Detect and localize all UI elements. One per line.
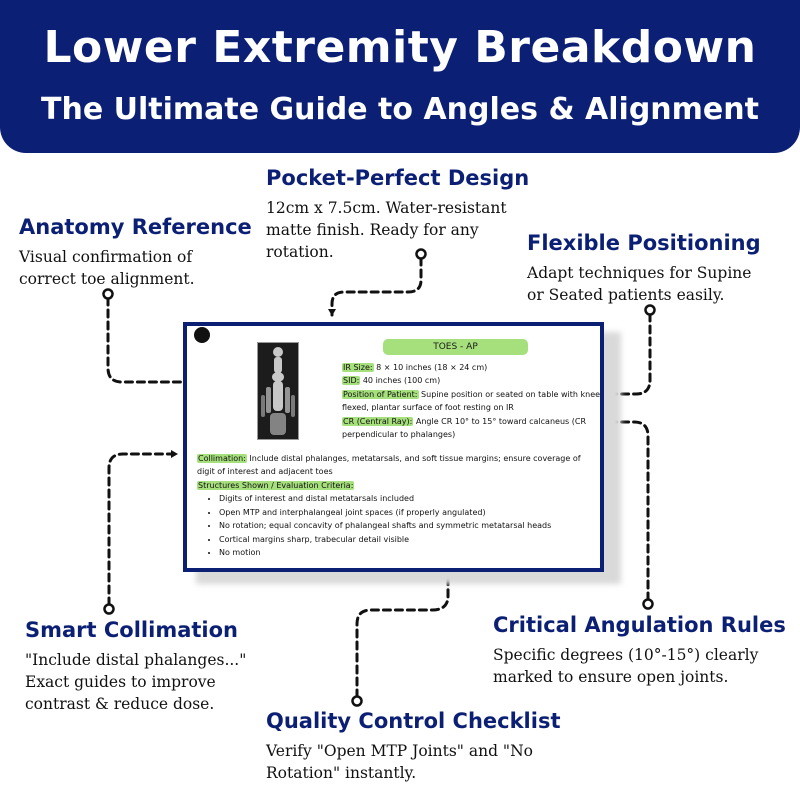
callout-line: Specific degrees (10°-15°) clearly xyxy=(493,646,759,664)
position-label: Position of Patient: xyxy=(342,389,419,399)
toe-xray-image xyxy=(257,342,299,440)
callout-description: "Include distal phalanges..." Exact guid… xyxy=(25,649,246,715)
criteria-item: No motion xyxy=(219,546,597,559)
card-criteria: Structures Shown / Evaluation Criteria: … xyxy=(197,479,597,559)
collimation-label: Collimation: xyxy=(197,454,247,463)
callout-line: Adapt techniques for Supine xyxy=(527,264,752,282)
criteria-label: Structures Shown / Evaluation Criteria: xyxy=(197,481,355,490)
callout-description: Adapt techniques for Supine or Seated pa… xyxy=(527,262,761,306)
page-subtitle: The Ultimate Guide to Angles & Alignment xyxy=(41,92,759,127)
central-ray-value: Angle CR 10° to 15° toward calcaneus (CR… xyxy=(342,416,586,440)
card-specs: IR Size: 8 × 10 inches (18 × 24 cm) SID:… xyxy=(342,361,602,441)
criteria-list: Digits of interest and distal metatarsal… xyxy=(197,492,597,559)
anatomy-dot xyxy=(102,288,114,300)
callout-title: Smart Collimation xyxy=(25,618,238,642)
callout-line: Verify "Open MTP Joints" and "No xyxy=(266,742,533,760)
callout-description: Visual confirmation of correct toe align… xyxy=(19,246,252,290)
callout-line: matte finish. Ready for any xyxy=(266,221,479,239)
header-banner: Lower Extremity Breakdown The Ultimate G… xyxy=(0,0,800,153)
callout-line: Rotation" instantly. xyxy=(266,764,417,782)
punch-hole xyxy=(194,327,210,343)
callout-title: Pocket-Perfect Design xyxy=(266,166,530,190)
callout-line: or Seated patients easily. xyxy=(527,286,725,304)
callout-description: Specific degrees (10°-15°) clearly marke… xyxy=(493,644,786,688)
reference-card: TOES - AP IR Size: 8 × 10 inches (18 × 2… xyxy=(183,322,604,572)
callout-description: Verify "Open MTP Joints" and "No Rotatio… xyxy=(266,740,560,784)
ir-size-value: 8 × 10 inches (18 × 24 cm) xyxy=(373,363,488,372)
callout-anatomy: Anatomy Reference Visual confirmation of… xyxy=(19,214,252,290)
criteria-item: Cortical margins sharp, trabecular detai… xyxy=(219,533,597,546)
callout-flexible: Flexible Positioning Adapt techniques fo… xyxy=(527,230,761,306)
callout-line: correct toe alignment. xyxy=(19,270,195,288)
sid-value: 40 inches (100 cm) xyxy=(360,376,441,386)
flexible-connector xyxy=(581,312,652,398)
angulation-dot xyxy=(642,598,654,610)
position-value: Supine position or seated on table with … xyxy=(342,389,601,413)
callout-collimation: Smart Collimation "Include distal phalan… xyxy=(25,617,246,715)
criteria-item: No rotation; equal concavity of phalange… xyxy=(219,519,597,532)
page-title: Lower Extremity Breakdown xyxy=(43,22,757,73)
callout-line: Visual confirmation of xyxy=(19,248,193,266)
callout-quality: Quality Control Checklist Verify "Open M… xyxy=(266,708,560,784)
central-ray-label: CR (Central Ray): xyxy=(342,416,414,426)
pocket-connector xyxy=(328,256,423,317)
callout-title: Anatomy Reference xyxy=(19,215,252,239)
collimation-connector xyxy=(107,450,179,607)
callout-line: "Include distal phalanges..." xyxy=(25,651,247,669)
card-title: TOES - AP xyxy=(383,339,528,355)
criteria-item: Digits of interest and distal metatarsal… xyxy=(219,492,597,505)
card-collimation: Collimation: Include distal phalanges, m… xyxy=(197,452,597,479)
callout-title: Critical Angulation Rules xyxy=(493,613,786,637)
callout-line: contrast & reduce dose. xyxy=(25,695,215,713)
collimation-value: Include distal phalanges, metatarsals, a… xyxy=(197,454,581,477)
callout-line: rotation. xyxy=(266,243,334,261)
callout-line: marked to ensure open joints. xyxy=(493,668,729,686)
callout-pocket: Pocket-Perfect Design 12cm x 7.5cm. Wate… xyxy=(266,165,529,263)
callout-title: Quality Control Checklist xyxy=(266,709,561,733)
sid-label: SID: xyxy=(342,376,361,386)
collimation-dot xyxy=(103,603,115,615)
callout-description: 12cm x 7.5cm. Water-resistant matte fini… xyxy=(266,197,529,263)
quality-dot xyxy=(351,695,363,707)
callout-angulation: Critical Angulation Rules Specific degre… xyxy=(493,612,786,688)
ir-size-label: IR Size: xyxy=(342,363,374,372)
pocket-dot xyxy=(415,248,427,260)
callout-title: Flexible Positioning xyxy=(527,231,761,255)
criteria-item: Open MTP and interphalangeal joint space… xyxy=(219,506,597,519)
callout-line: Exact guides to improve xyxy=(25,673,216,691)
flexible-dot xyxy=(644,304,656,316)
angulation-connector xyxy=(581,418,650,602)
callout-line: 12cm x 7.5cm. Water-resistant xyxy=(266,199,507,217)
quality-connector xyxy=(355,540,452,699)
